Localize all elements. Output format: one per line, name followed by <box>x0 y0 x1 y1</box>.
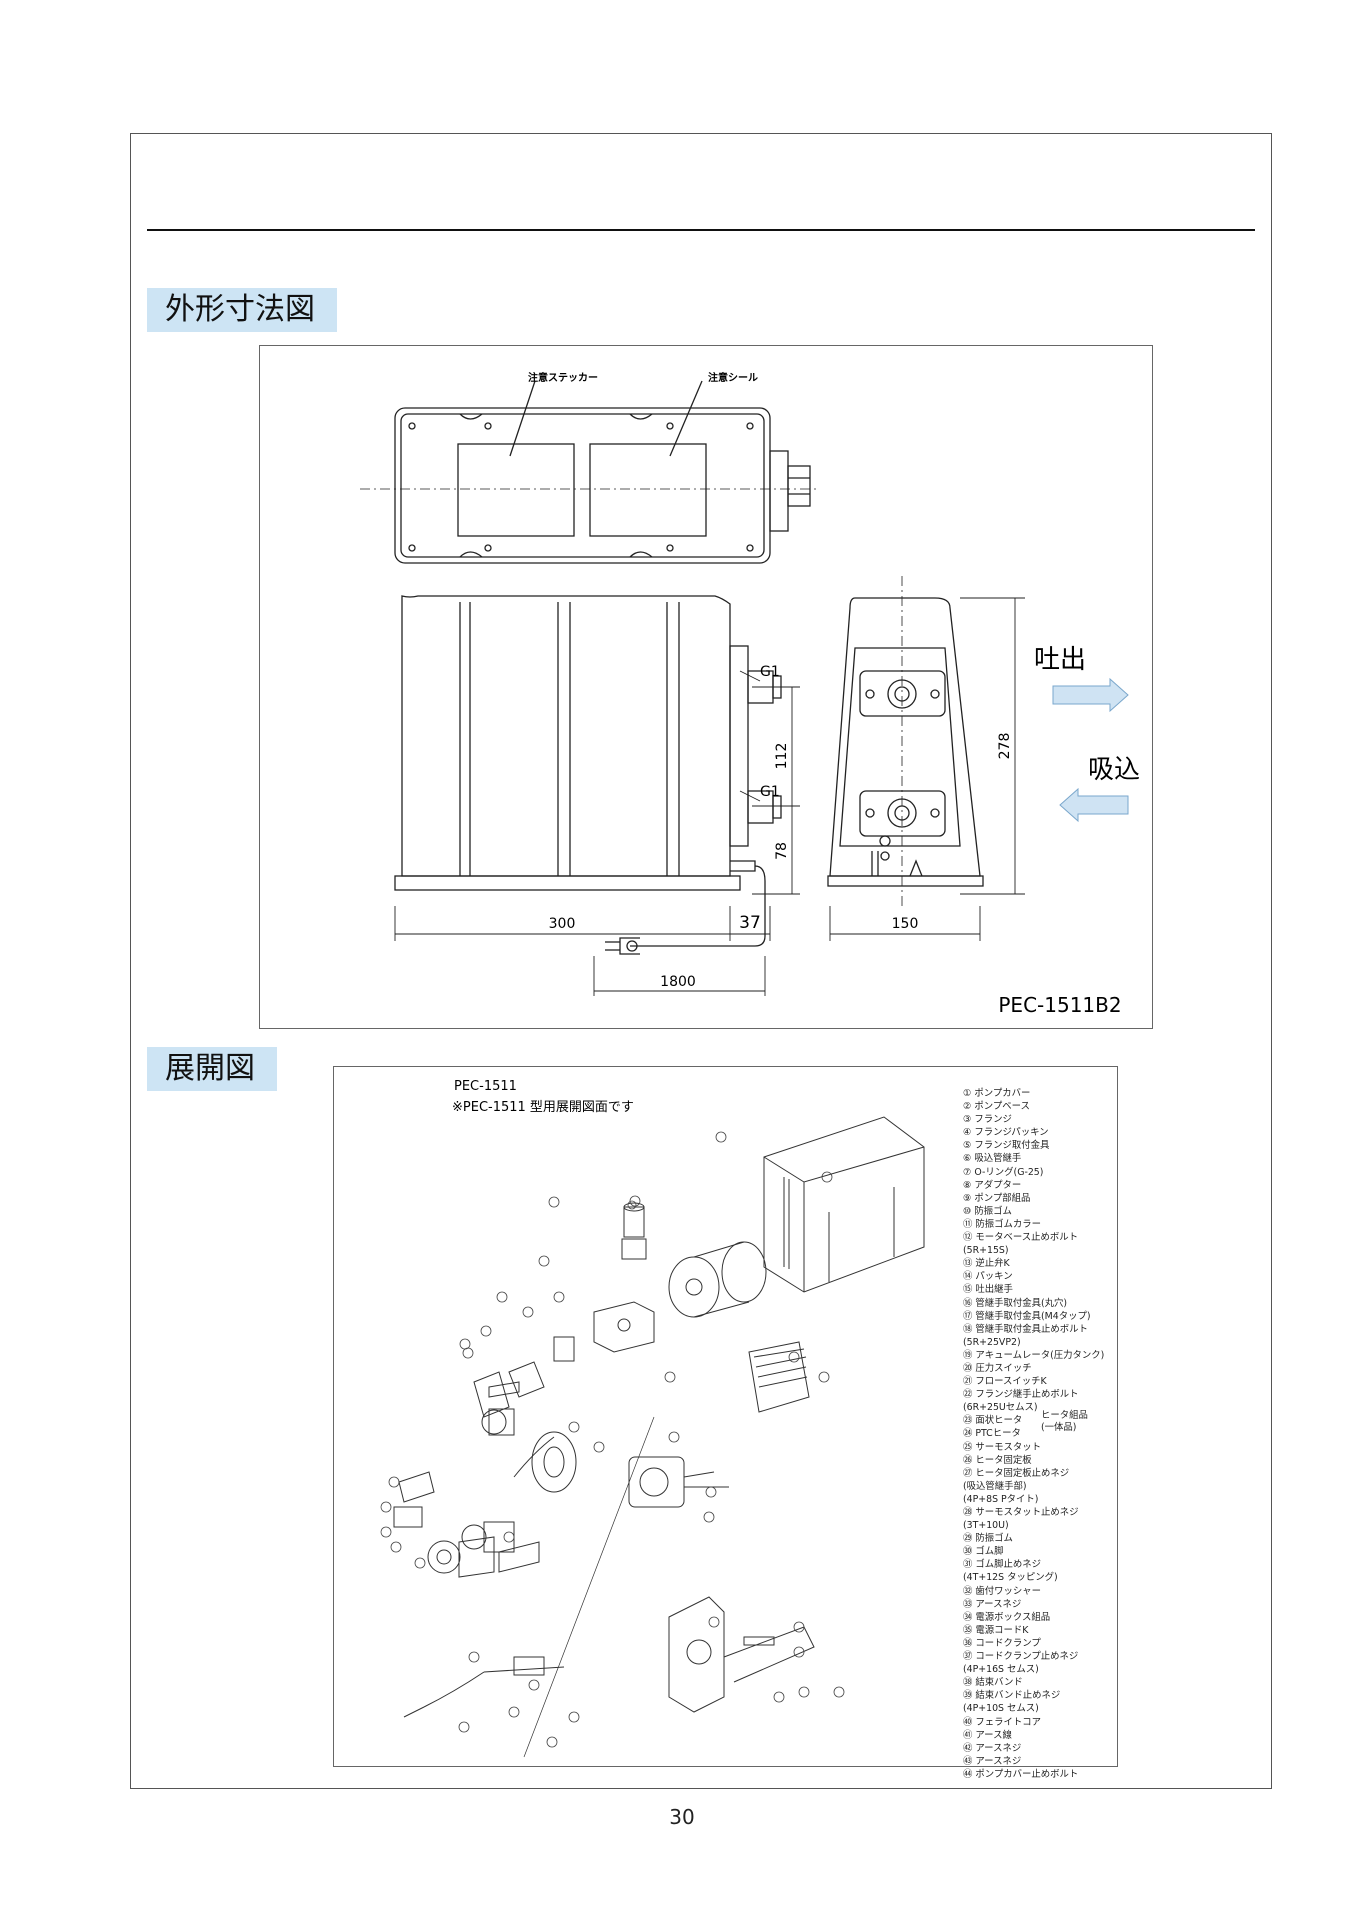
part-item: ③ フランジ <box>963 1114 1012 1126</box>
part-item: ④ フランジパッキン <box>963 1127 1049 1139</box>
part-item: ⑮ 吐出継手 <box>963 1284 1013 1296</box>
part-item: ① ポンプカバー <box>963 1088 1031 1099</box>
part-item: (5R+15S) <box>963 1245 1009 1257</box>
part-item: ㉙ 防振ゴム <box>963 1533 1013 1545</box>
suction-label: 吸込 <box>1088 755 1140 785</box>
part-item: ⑥ 吸込管継手 <box>963 1153 1022 1165</box>
sticker-label: 注意ステッカー <box>528 371 598 384</box>
part-item: (4P+10S セムス) <box>963 1703 1039 1715</box>
part-item: ㉞ 電源ボックス組品 <box>963 1611 1051 1623</box>
part-item: ⑪ 防振ゴムカラー <box>963 1218 1041 1230</box>
discharge-label: 吐出 <box>1034 645 1086 675</box>
part-item: (吸込管継手部) <box>963 1480 1027 1492</box>
discharge-arrow <box>1052 677 1129 713</box>
part-item: ⑭ パッキン <box>963 1271 1013 1283</box>
dimension-drawing: 注意ステッカー 注意シール G1 G1 112 78 278 300 37 15… <box>360 371 1140 1017</box>
part-item: ㉗ ヒータ固定板止めネジ <box>963 1467 1070 1479</box>
heater-group-name: ヒータ組品 <box>1041 1410 1088 1421</box>
exploded-note: ※PEC-1511 型用展開図面です <box>452 1100 634 1115</box>
page-number: 30 <box>669 1805 695 1829</box>
exploded-view-panel: PEC-1511 ※PEC-1511 型用展開図面です <box>333 1066 1118 1767</box>
part-item: ⑯ 管継手取付金具(丸穴) <box>963 1297 1068 1309</box>
part-item: ㉝ アースネジ <box>963 1598 1022 1610</box>
dim-1800: 1800 <box>660 974 696 990</box>
part-item: ⑲ アキュームレータ(圧力タンク) <box>963 1349 1105 1361</box>
part-item: ② ポンプベース <box>963 1101 1030 1113</box>
part-item: ⑱ 管継手取付金具止めボルト <box>963 1323 1088 1335</box>
dim-78: 78 <box>774 842 790 860</box>
exploded-model: PEC-1511 <box>454 1079 517 1094</box>
part-item: ㉘ サーモスタット止めネジ <box>963 1507 1079 1518</box>
part-item: ㉑ フロースイッチK <box>963 1376 1047 1388</box>
heater-group-label: ヒータ組品 (一体品) <box>1041 1410 1088 1434</box>
part-item: ㊵ フェライトコア <box>963 1716 1041 1728</box>
exploded-diagram: PEC-1511 ※PEC-1511 型用展開図面です <box>380 1079 925 1758</box>
part-item: (4P+16S セムス) <box>963 1664 1039 1676</box>
part-item: ㊴ 結束バンド止めネジ <box>963 1690 1061 1702</box>
part-item: ⑫ モータベース止めボルト <box>963 1232 1079 1244</box>
dimension-drawing-panel: 注意ステッカー 注意シール G1 G1 112 78 278 300 37 15… <box>259 345 1153 1029</box>
part-item: ⑤ フランジ取付金具 <box>963 1140 1050 1152</box>
suction-arrow <box>1059 787 1129 823</box>
part-item: ⑳ 圧力スイッチ <box>963 1362 1032 1374</box>
part-item: (5R+25VP2) <box>963 1336 1021 1348</box>
part-item: ㉟ 電源コードK <box>963 1624 1029 1636</box>
part-item: ㉒ フランジ継手止めボルト <box>963 1389 1079 1401</box>
seal-label: 注意シール <box>708 371 758 384</box>
part-item: ㉔ PTCヒータ <box>963 1428 1021 1440</box>
part-item: ⑨ ポンプ部組品 <box>963 1192 1031 1204</box>
part-item: ⑰ 管継手取付金具(M4タップ) <box>963 1310 1091 1322</box>
part-item: ㉚ ゴム脚 <box>963 1546 1004 1558</box>
part-item: ㉕ サーモスタット <box>963 1441 1041 1453</box>
part-item: ㊷ アースネジ <box>963 1742 1022 1754</box>
dim-37: 37 <box>739 913 761 933</box>
part-item: ㉜ 歯付ワッシャー <box>963 1585 1041 1597</box>
outlet-port-label: G1 <box>760 664 780 680</box>
part-item: ㊱ コードクランプ <box>963 1637 1041 1649</box>
parts-list: ① ポンプカバー ② ポンプベース ③ フランジ ④ フランジパッキン ⑤ フラ… <box>963 1087 1113 1781</box>
part-item: (4T+12S タッピング) <box>963 1572 1058 1584</box>
part-item: (3T+10U) <box>963 1520 1009 1532</box>
part-item: ㊸ アースネジ <box>963 1755 1022 1767</box>
part-item: ⑦ O-リング(G-25) <box>963 1166 1044 1178</box>
section-title-dimensions: 外形寸法図 <box>147 288 337 332</box>
dim-112: 112 <box>774 743 790 770</box>
part-item: ㊶ アース線 <box>963 1729 1012 1741</box>
dim-278: 278 <box>997 733 1013 760</box>
part-item: ⑧ アダプター <box>963 1179 1022 1191</box>
inlet-port-label: G1 <box>760 784 780 800</box>
part-item: ㊳ 結束バンド <box>963 1677 1023 1689</box>
section-title-exploded: 展開図 <box>147 1047 277 1091</box>
page-frame <box>130 133 1272 1789</box>
part-item: ㉛ ゴム脚止めネジ <box>963 1559 1041 1571</box>
dim-300: 300 <box>549 916 576 932</box>
dim-150: 150 <box>892 916 919 932</box>
heater-group-note: (一体品) <box>1041 1422 1077 1433</box>
part-item: ㊹ ポンプカバー止めボルト <box>963 1768 1079 1780</box>
header-rule <box>147 229 1255 231</box>
part-item: ㊲ コードクランプ止めネジ <box>963 1651 1079 1663</box>
part-item: ㉓ 面状ヒータ <box>963 1415 1023 1427</box>
part-item: ⑩ 防振ゴム <box>963 1205 1012 1217</box>
part-item: (4P+8S Pタイト) <box>963 1493 1039 1505</box>
part-item: ㉖ ヒータ固定板 <box>963 1454 1032 1466</box>
part-item: ⑬ 逆止弁K <box>963 1258 1010 1270</box>
part-item: (6R+25Uセムス) <box>963 1402 1038 1414</box>
model-number: PEC-1511B2 <box>998 993 1121 1017</box>
